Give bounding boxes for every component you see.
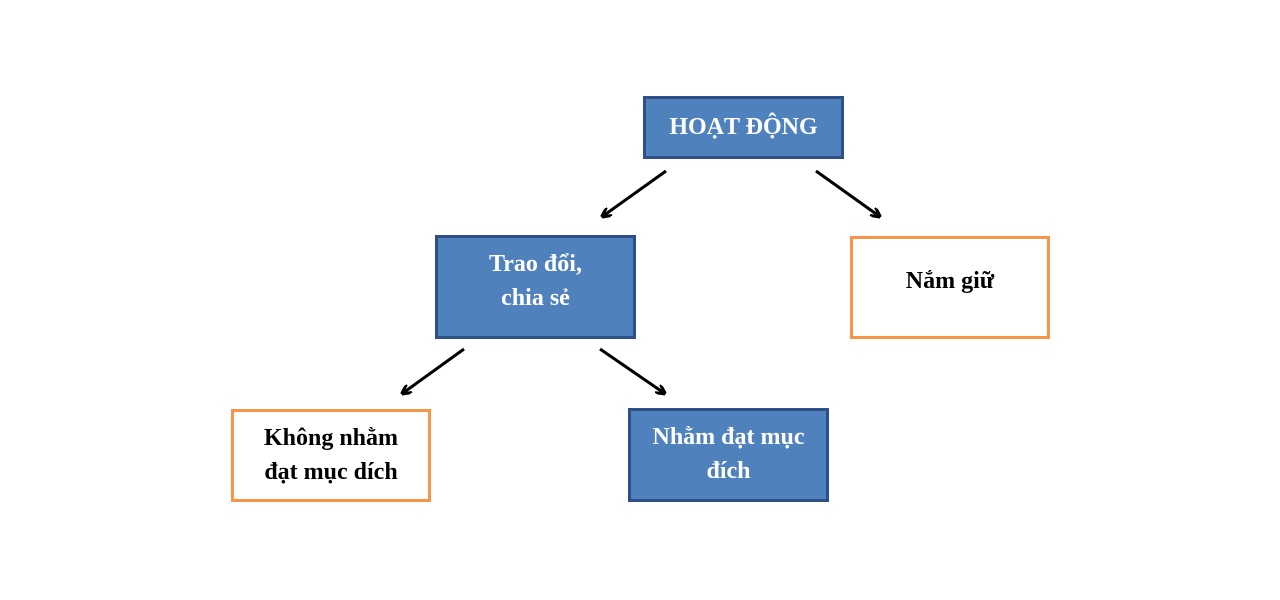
node-nham-dat-line2: đích xyxy=(706,457,751,484)
arrow-root-to-hold xyxy=(815,169,879,216)
node-trao-doi: Trao đổi, chia sẻ xyxy=(435,235,636,339)
node-khong-nham: Không nhằm đạt mục dích xyxy=(231,409,431,502)
arrow-exchange-to-purposeful xyxy=(599,347,664,393)
node-nam-giu: Nắm giữ xyxy=(850,236,1050,339)
arrow-exchange-to-not-purposeful xyxy=(403,347,465,393)
node-nham-dat-line1: Nhằm đạt mục xyxy=(652,424,805,450)
node-hoat-dong: HOẠT ĐỘNG xyxy=(643,96,844,159)
node-trao-doi-line2: chia sẻ xyxy=(501,284,570,311)
node-khong-nham-line2: đạt mục dích xyxy=(264,458,398,485)
node-khong-nham-line1: Không nhằm xyxy=(263,425,399,451)
arrow-root-to-exchange xyxy=(603,169,667,216)
node-nham-dat: Nhằm đạt mục đích xyxy=(628,408,829,502)
node-hoat-dong-label: HOẠT ĐỘNG xyxy=(669,113,818,140)
node-trao-doi-line1: Trao đổi, xyxy=(489,251,582,277)
node-nam-giu-label: Nắm giữ xyxy=(905,268,995,294)
